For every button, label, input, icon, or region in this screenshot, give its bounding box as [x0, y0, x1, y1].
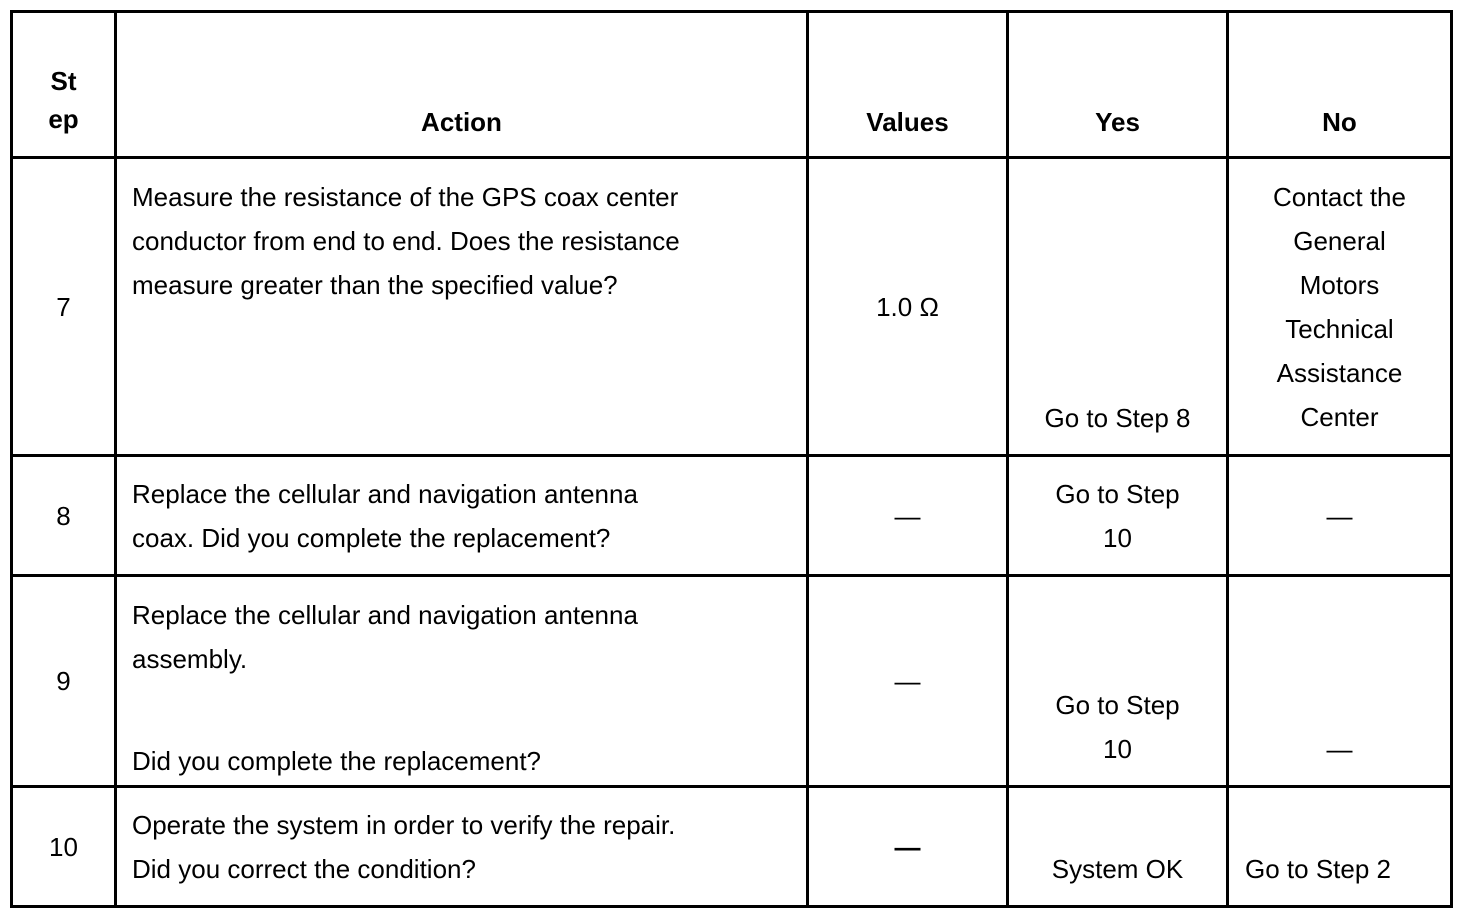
yes-outcome-line: Go to Step: [1055, 690, 1180, 720]
table-row-step-9: 9 Replace the cellular and navigation an…: [10, 574, 1453, 788]
yes-outcome-line: 10: [1103, 734, 1132, 764]
step-header-line1: St: [50, 66, 77, 96]
step-number: 8: [10, 454, 117, 577]
values-cell: —: [806, 454, 1009, 577]
action-line: conductor from end to end. Does the resi…: [132, 226, 680, 256]
no-cell: —: [1226, 574, 1453, 788]
header-row: St ep Action Values Yes No: [10, 10, 1453, 159]
table-row-step-7: 7 Measure the resistance of the GPS coax…: [10, 156, 1453, 457]
yes-outcome: Go to Step 8: [1044, 403, 1191, 433]
step-number: 9: [10, 574, 117, 788]
values-cell: 1.0 Ω: [806, 156, 1009, 457]
yes-cell: Go to Step 10: [1006, 574, 1229, 788]
action-line: Did you correct the condition?: [132, 853, 476, 884]
action-cell: Measure the resistance of the GPS coax c…: [114, 156, 809, 457]
action-cell: Replace the cellular and navigation ante…: [114, 454, 809, 577]
values-cell: —: [806, 785, 1009, 908]
step-number: 10: [10, 785, 117, 908]
no-outcome-line: Contact the: [1273, 182, 1406, 212]
values-cell: —: [806, 574, 1009, 788]
yes-outcome-line: 10: [1103, 522, 1132, 553]
no-outcome-line: General: [1293, 226, 1386, 256]
diagnostic-table-container: St ep Action Values Yes No 7 Measure the…: [10, 10, 1453, 908]
yes-cell: System OK: [1006, 785, 1229, 908]
table-row-step-8: 8 Replace the cellular and navigation an…: [10, 454, 1453, 577]
no-outcome: —: [1326, 734, 1353, 764]
yes-cell: Go to Step 8: [1006, 156, 1229, 457]
diagnostic-table: St ep Action Values Yes No 7 Measure the…: [10, 10, 1453, 908]
yes-column-header: Yes: [1006, 10, 1229, 159]
action-question: Did you complete the replacement?: [132, 746, 542, 776]
yes-outcome: System OK: [1051, 854, 1184, 884]
no-cell: Contact the General Motors Technical Ass…: [1226, 156, 1453, 457]
yes-cell: Go to Step 10: [1006, 454, 1229, 577]
action-line: assembly.: [132, 644, 248, 674]
action-column-header: Action: [114, 10, 809, 159]
no-outcome-line: Motors: [1299, 270, 1380, 300]
action-line: Operate the system in order to verify th…: [132, 809, 676, 840]
step-header-line2: ep: [48, 104, 79, 134]
action-line: measure greater than the specified value…: [132, 270, 618, 300]
action-line: coax. Did you complete the replacement?: [132, 522, 611, 553]
no-column-header: No: [1226, 10, 1453, 159]
action-cell: Operate the system in order to verify th…: [114, 785, 809, 908]
action-cell: Replace the cellular and navigation ante…: [114, 574, 809, 788]
no-outcome-line: Assistance: [1276, 358, 1403, 388]
no-outcome-line: Center: [1300, 402, 1379, 432]
no-outcome-line: Technical: [1285, 314, 1394, 344]
values-column-header: Values: [806, 10, 1009, 159]
action-line: Replace the cellular and navigation ante…: [132, 600, 638, 630]
step-column-header: St ep: [10, 10, 117, 159]
no-outcome: Go to Step 2: [1245, 854, 1391, 884]
no-cell: Go to Step 2: [1226, 785, 1453, 908]
step-number: 7: [10, 156, 117, 457]
action-line: Measure the resistance of the GPS coax c…: [132, 182, 679, 212]
yes-outcome-line: Go to Step: [1055, 478, 1180, 509]
no-cell: —: [1226, 454, 1453, 577]
table-row-step-10: 10 Operate the system in order to verify…: [10, 785, 1453, 908]
action-line: Replace the cellular and navigation ante…: [132, 478, 638, 509]
